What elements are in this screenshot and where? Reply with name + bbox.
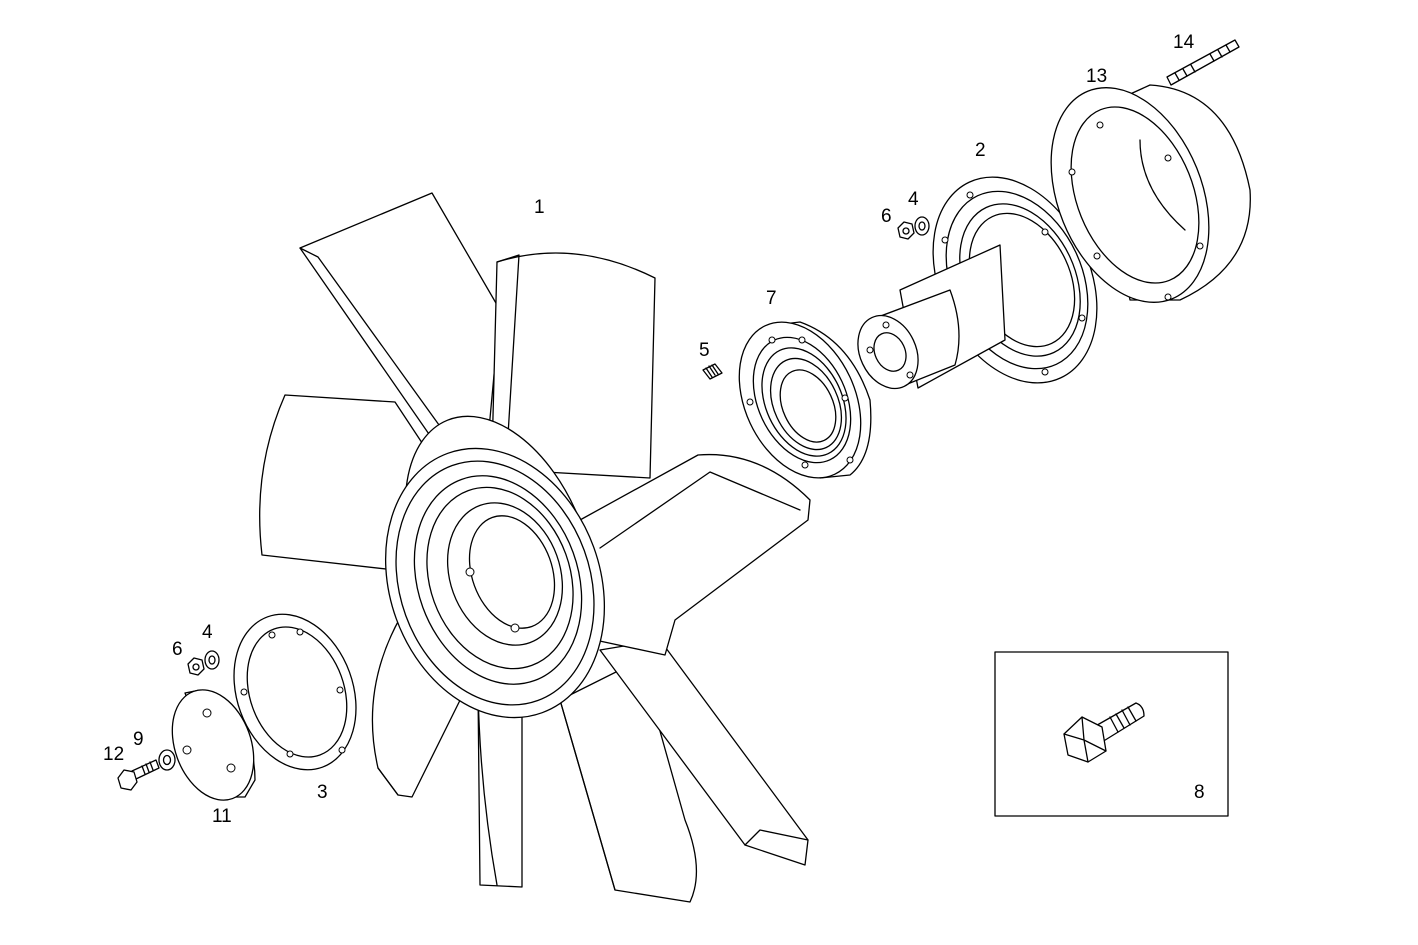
bolt-8: [1063, 702, 1145, 763]
seal-flange-7: [738, 321, 872, 479]
callout-11: 11: [212, 806, 232, 827]
callout-3: 3: [317, 782, 328, 803]
callout-2: 2: [975, 140, 986, 161]
adapter-ring-13: [1050, 84, 1251, 303]
cover-plate-11: [171, 689, 256, 801]
fan-blade-bottom: [477, 689, 523, 888]
callout-12: 12: [103, 744, 124, 765]
bolt-12: [117, 759, 160, 791]
fan-blade-right: [579, 453, 811, 656]
stud-14: [1166, 39, 1240, 86]
callout-14: 14: [1173, 32, 1195, 53]
fan-hub: [384, 447, 606, 719]
callout-8: 8: [1194, 782, 1205, 803]
callout-4-lower: 4: [202, 622, 213, 643]
washer-nut-lower: [187, 650, 220, 676]
gasket-3: [233, 613, 357, 771]
callout-13: 13: [1086, 66, 1107, 87]
callout-4-upper: 4: [908, 189, 919, 210]
fan-blade-top: [491, 252, 656, 479]
callout-1: 1: [534, 197, 545, 218]
washer-9: [158, 749, 176, 771]
hub-shaft-2: [857, 176, 1098, 390]
callout-5: 5: [699, 340, 710, 361]
callout-labels: 1 2 3 4 4 5 6 6 7 8 9 11 12 13 14: [103, 32, 1205, 827]
grub-screw-5: [702, 363, 723, 380]
callout-7: 7: [766, 288, 777, 309]
washer-nut-upper: [897, 216, 930, 240]
callout-6-upper: 6: [881, 206, 892, 227]
callout-9: 9: [133, 729, 144, 750]
fan-blade-bottom-right: [559, 659, 698, 903]
detail-box-8: [994, 651, 1229, 817]
fan-assembly: [259, 192, 811, 903]
callout-6-lower: 6: [172, 639, 183, 660]
